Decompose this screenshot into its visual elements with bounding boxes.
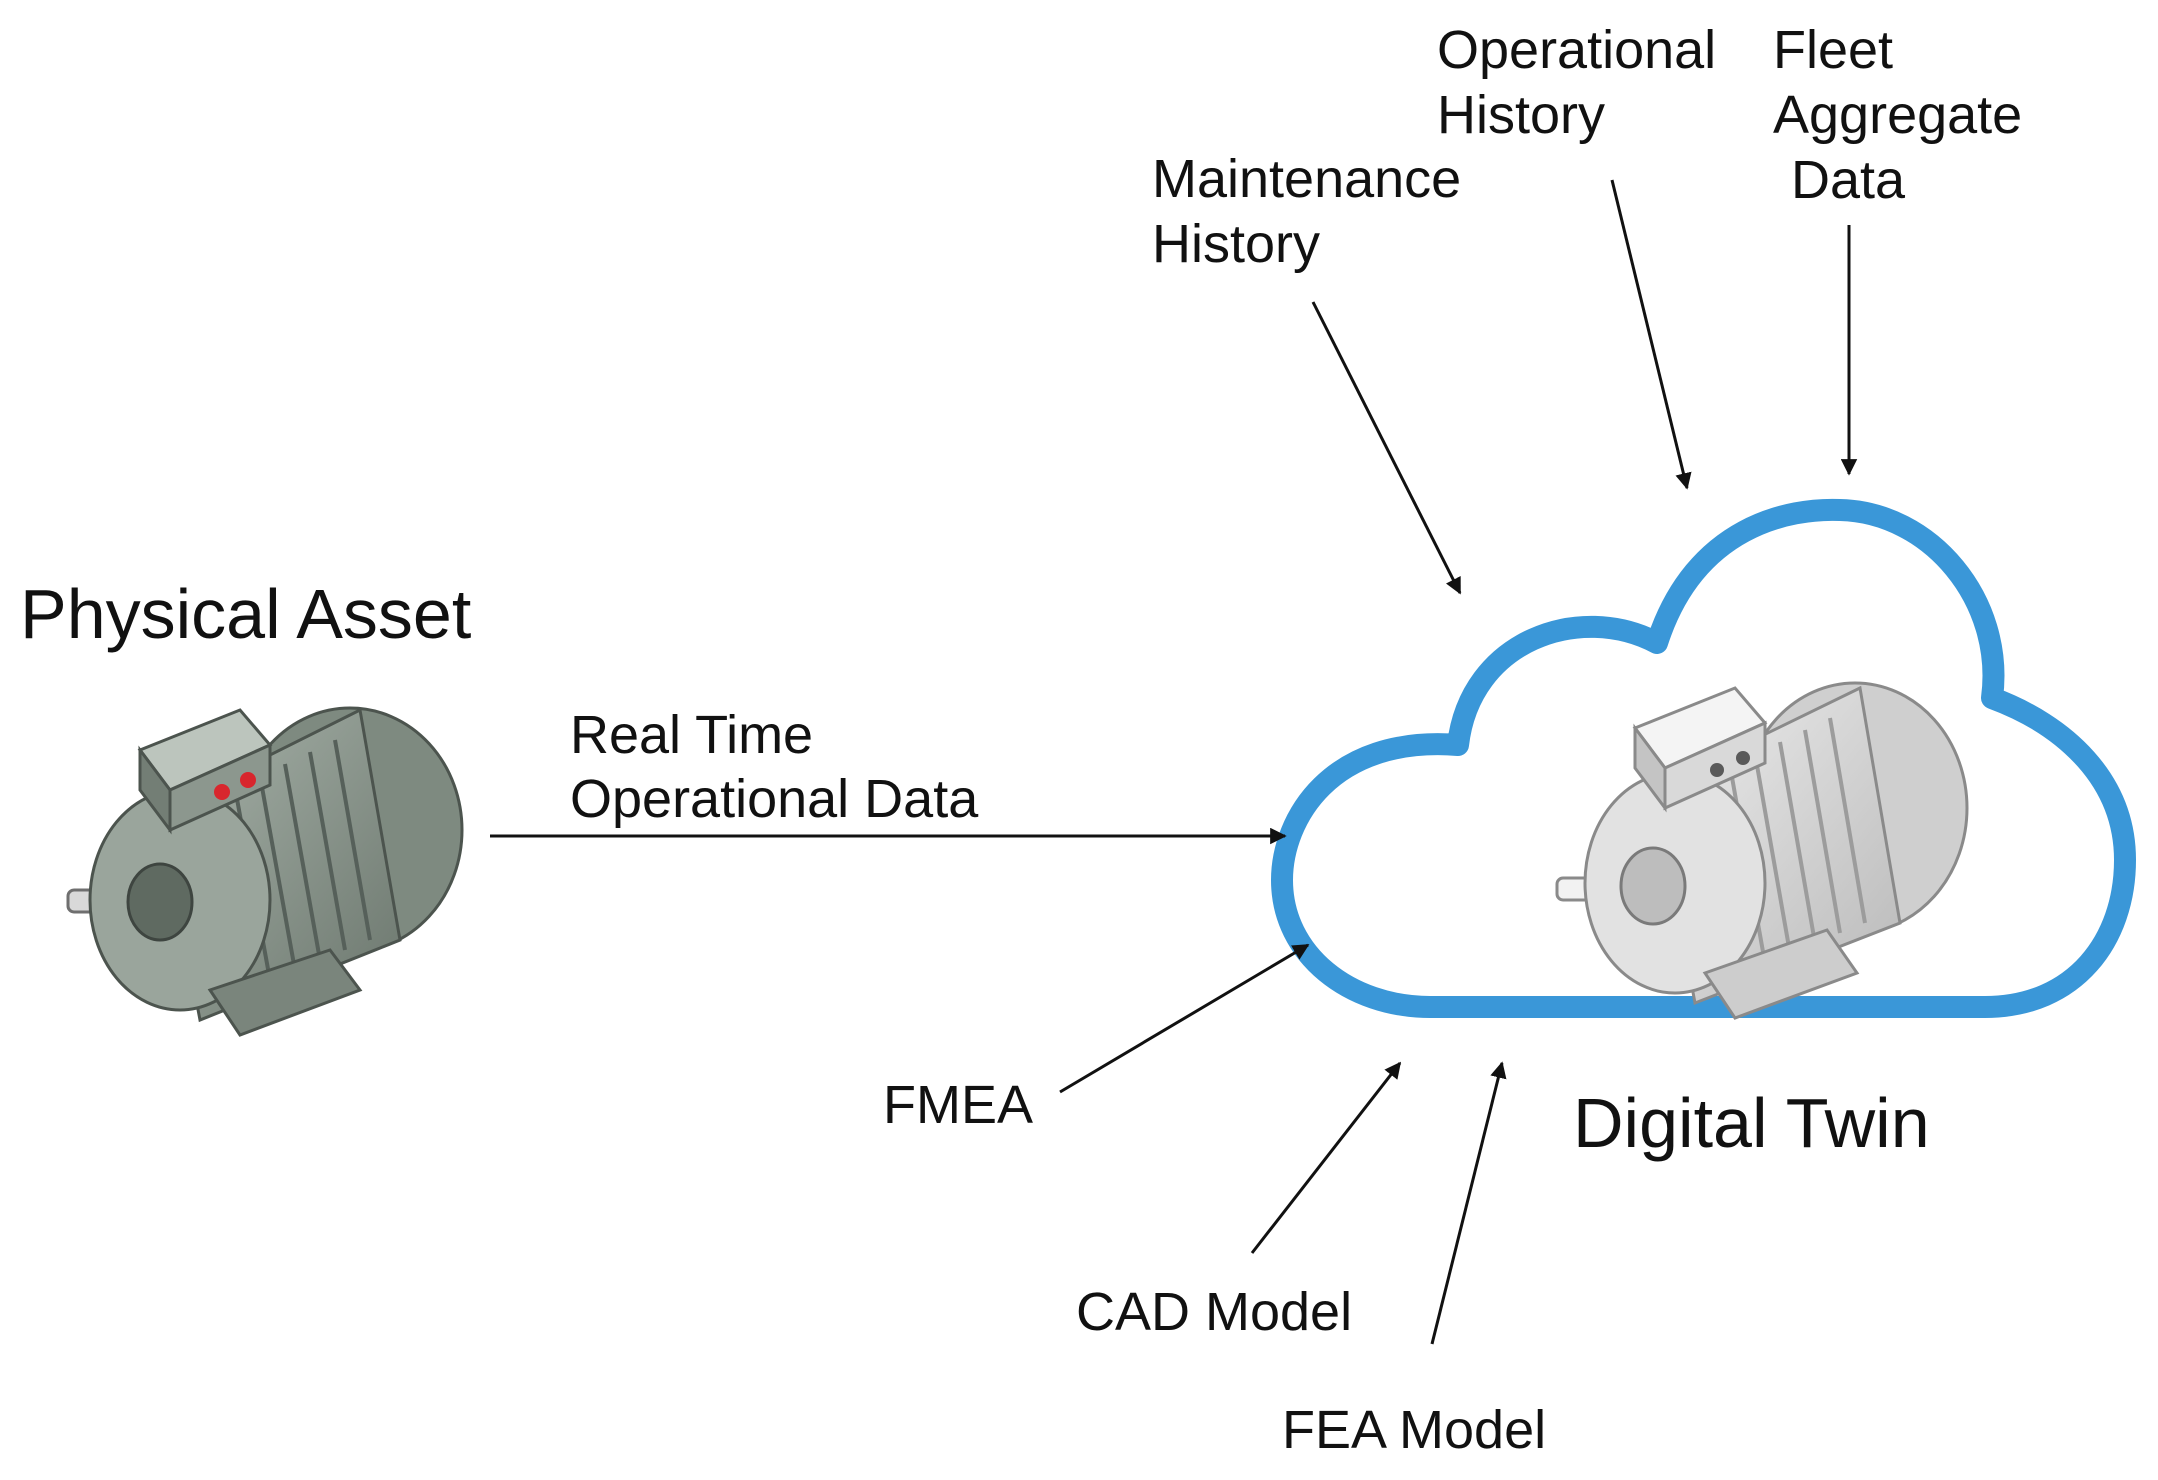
label-operational-history: Operational History bbox=[1437, 20, 1716, 145]
label-fleet-line1: Fleet bbox=[1773, 20, 1893, 80]
label-real-time-line2: Operational Data bbox=[570, 769, 979, 829]
label-fleet-line2: Aggregate bbox=[1773, 85, 2022, 145]
arrow-maintenance-history bbox=[1311, 301, 1462, 595]
label-maintenance-line2: History bbox=[1152, 214, 1320, 274]
arrow-fmea bbox=[1059, 943, 1310, 1094]
label-fea-model: FEA Model bbox=[1282, 1400, 1546, 1460]
physical-asset-motor-icon bbox=[66, 706, 464, 1037]
digital-twin-cloud bbox=[1271, 498, 2136, 1018]
label-fleet-line3: Data bbox=[1791, 150, 1906, 210]
label-fmea: FMEA bbox=[883, 1075, 1033, 1135]
label-real-time-line1: Real Time bbox=[570, 705, 813, 765]
physical-asset-title: Physical Asset bbox=[20, 575, 471, 653]
label-cad-model: CAD Model bbox=[1076, 1282, 1352, 1342]
label-operational-line2: History bbox=[1437, 85, 1605, 145]
label-maintenance-history: Maintenance History bbox=[1152, 149, 1461, 274]
arrow-operational-history bbox=[1610, 179, 1692, 490]
digital-twin-motor-icon bbox=[1555, 681, 1969, 1020]
digital-twin-title: Digital Twin bbox=[1573, 1084, 1930, 1162]
arrow-cad-model bbox=[1250, 1061, 1402, 1254]
label-operational-line1: Operational bbox=[1437, 20, 1716, 80]
label-real-time: Real Time Operational Data bbox=[570, 705, 979, 829]
label-maintenance-line1: Maintenance bbox=[1152, 149, 1461, 209]
arrow-fea-model bbox=[1430, 1061, 1507, 1345]
label-fleet-aggregate: Fleet Aggregate Data bbox=[1773, 20, 2022, 210]
